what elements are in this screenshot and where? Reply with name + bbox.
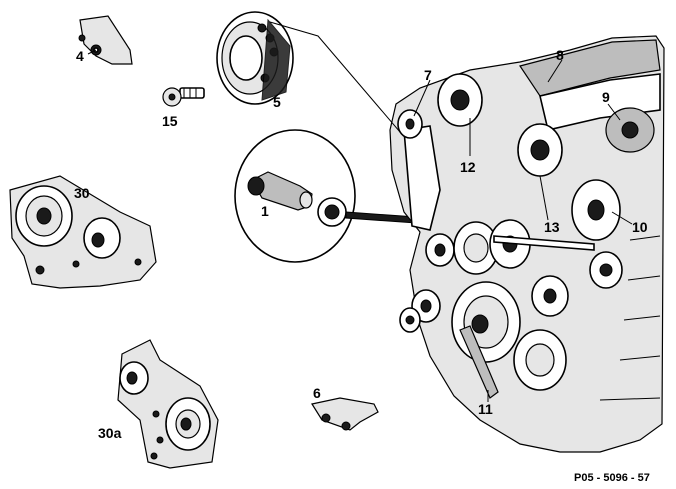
part-30-tensioner bbox=[9, 175, 157, 289]
part-15-bolt bbox=[162, 87, 205, 107]
part-30a-tensioner bbox=[117, 339, 219, 469]
callout-30: 30 bbox=[74, 185, 90, 201]
callout-15: 15 bbox=[162, 113, 178, 129]
part-4-bracket bbox=[78, 15, 133, 65]
engine-block bbox=[389, 35, 665, 453]
reference-code: P05 - 5096 - 57 bbox=[574, 472, 650, 484]
part-5-pulley bbox=[216, 11, 294, 105]
callout-10: 10 bbox=[632, 219, 648, 235]
callout-12: 12 bbox=[460, 159, 476, 175]
callout-7: 7 bbox=[424, 67, 432, 83]
callout-8: 8 bbox=[556, 47, 564, 63]
callout-13: 13 bbox=[544, 219, 560, 235]
callout-6: 6 bbox=[313, 385, 321, 401]
leader-lines bbox=[87, 21, 633, 402]
callout-4: 4 bbox=[76, 48, 84, 64]
detail-inset-part-1 bbox=[234, 129, 431, 263]
part-6-bracket bbox=[311, 397, 379, 431]
callout-1: 1 bbox=[261, 203, 269, 219]
callout-9: 9 bbox=[602, 89, 610, 105]
callout-5: 5 bbox=[273, 94, 281, 110]
callout-11: 11 bbox=[478, 401, 493, 417]
callout-30a: 30a bbox=[98, 425, 122, 441]
